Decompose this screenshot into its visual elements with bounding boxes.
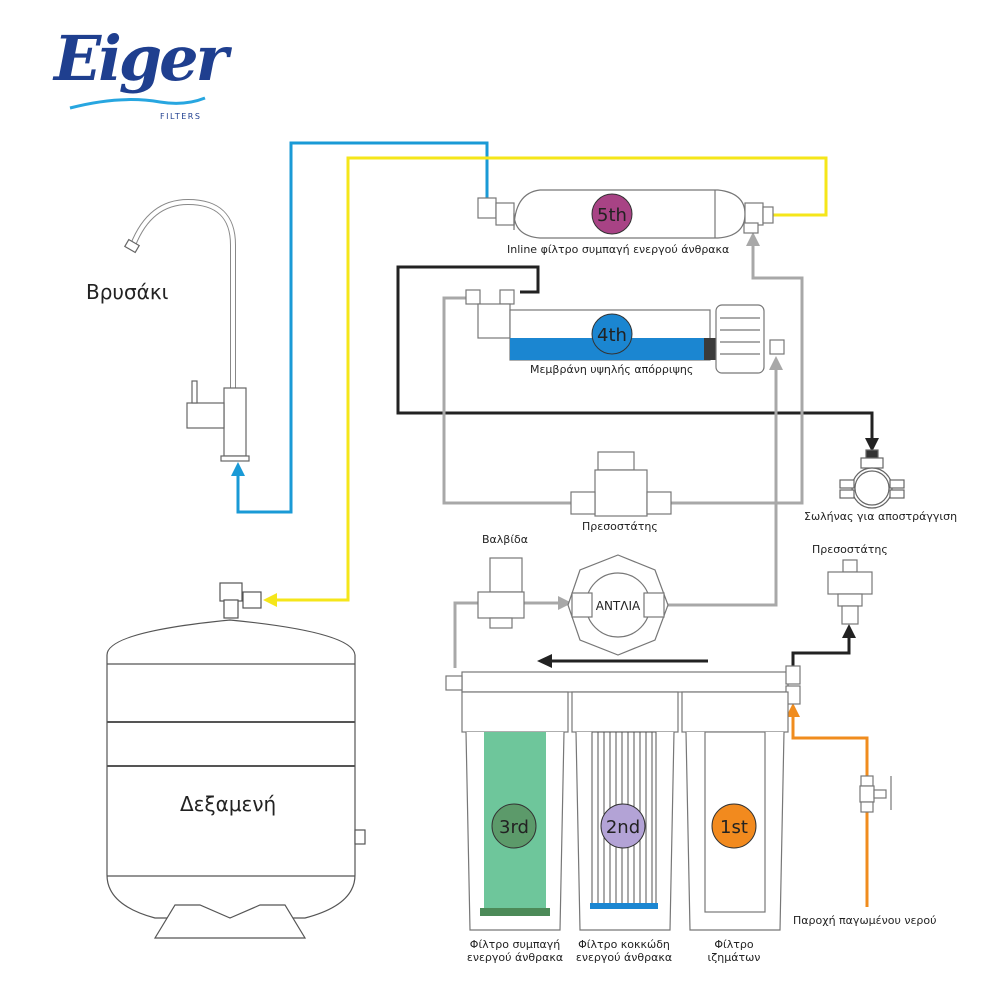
svg-text:5th: 5th: [597, 205, 627, 226]
faucet: [123, 198, 250, 462]
pump-label: ΑΝΤΛΙΑ: [596, 599, 641, 613]
supply-label: Παροχή παγωμένου νερού: [793, 914, 937, 927]
stage3-badge: 3rd: [491, 803, 537, 849]
stage5-badge: 5th: [591, 193, 633, 235]
pressure-switch-right: [827, 559, 873, 625]
stage4-badge: 4th: [591, 313, 633, 355]
drain-saddle: [839, 449, 905, 509]
arrow-to-drain: [865, 438, 879, 452]
stage1-label-line2: ιζημάτων: [707, 951, 761, 964]
arrow-to-faucet: [231, 462, 245, 476]
stage2-badge: 2nd: [600, 803, 646, 849]
stage1-badge: 1st: [711, 803, 757, 849]
arrow-to-membrane: [769, 356, 783, 370]
svg-text:1st: 1st: [720, 817, 748, 838]
eiger-logo-sub: FILTERS: [160, 112, 202, 121]
svg-text:4th: 4th: [597, 325, 627, 346]
stage3-label: Φίλτρο συμπαγή ενεργού άνθρακα: [467, 938, 563, 964]
arrow-to-tank: [263, 593, 277, 607]
stage2-label: Φίλτρο κοκκώδη ενεργού άνθρακα: [576, 938, 672, 964]
booster-pump: [567, 554, 669, 656]
stage4-label: Μεμβράνη υψηλής απόρριψης: [530, 363, 694, 376]
pressure-switch-right-label: Πρεσοστάτης: [812, 543, 888, 556]
valve-label: Βαλβίδα: [482, 533, 529, 546]
arrow-to-stage5: [746, 232, 760, 246]
solenoid-valve: [477, 557, 525, 629]
pipe-feed-line: [791, 715, 869, 907]
storage-tank: [106, 582, 366, 939]
drain-label: Σωλήνας για αποστράγγιση: [804, 510, 958, 523]
pipe-product-to-faucet: [236, 141, 489, 514]
pressure-switch-center: [570, 451, 672, 517]
stage1-label-line1: Φίλτρο: [714, 938, 754, 951]
stage3-label-line1: Φίλτρο συμπαγή: [469, 938, 561, 951]
arrow-to-pump: [558, 596, 572, 610]
pipe-switch-to-stage5: [655, 242, 804, 505]
pipe-housing-to-valve: [453, 601, 478, 668]
stage5-label: Inline φίλτρο συμπαγή ενεργού άνθρακα: [507, 243, 730, 256]
pressure-switch-center-label: Πρεσοστάτης: [582, 520, 658, 533]
svg-text:2nd: 2nd: [606, 817, 640, 838]
stage2-blue-band: [590, 903, 658, 909]
feed-valve: [859, 775, 892, 813]
pipe-tank-line: [276, 156, 828, 602]
eiger-logo: Eiger: [54, 22, 228, 95]
stage2-label-line2: ενεργού άνθρακα: [575, 951, 673, 964]
arrow-feed: [786, 703, 800, 717]
pipe-to-pressure-switch: [791, 634, 851, 668]
stage3-label-line2: ενεργού άνθρακα: [466, 951, 564, 964]
pipe-drain-line: [396, 265, 874, 440]
logo-wave: [69, 96, 206, 110]
faucet-label: Βρυσάκι: [86, 280, 169, 304]
flow-arrowhead: [537, 654, 552, 668]
stage2-label-line1: Φίλτρο κοκκώδη: [578, 938, 670, 951]
svg-text:3rd: 3rd: [499, 817, 529, 838]
stage3-endcap: [480, 908, 550, 916]
pipe-membrane-to-switch: [442, 296, 572, 505]
tank-label: Δεξαμενή: [180, 792, 277, 816]
arrow-to-pressure-switch: [842, 624, 856, 638]
stage1-label: Φίλτρο ιζημάτων: [708, 938, 761, 964]
pipe-pump-to-membrane: [664, 368, 778, 607]
